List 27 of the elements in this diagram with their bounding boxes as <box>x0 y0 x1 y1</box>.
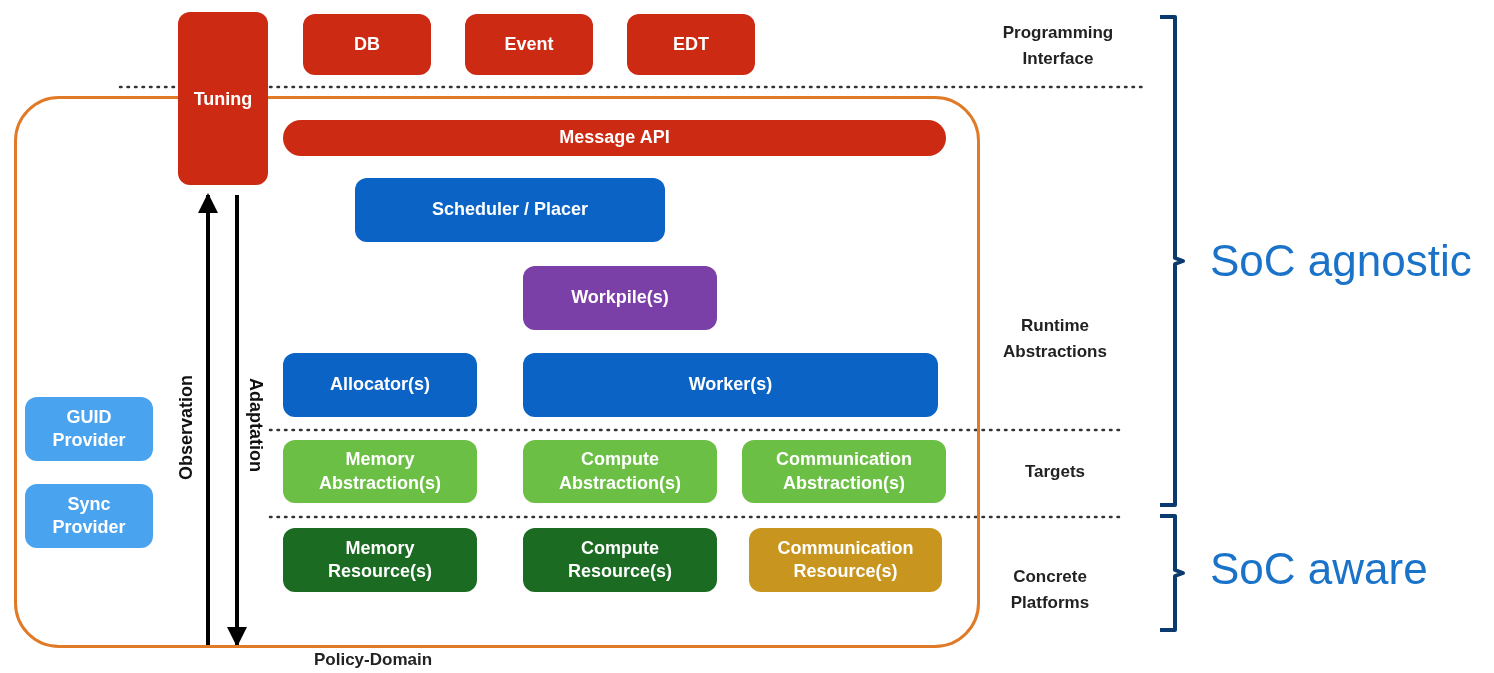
component-box: Sync Provider <box>25 484 153 548</box>
component-box: Communication Resource(s) <box>749 528 942 592</box>
component-box: Event <box>465 14 593 75</box>
component-box: Memory Abstraction(s) <box>283 440 477 503</box>
arrow <box>227 195 247 647</box>
layer-label: Targets <box>1023 461 1087 483</box>
component-box: Memory Resource(s) <box>283 528 477 592</box>
layer-label: Concrete Platforms <box>1009 566 1091 614</box>
tuning-box: Tuning <box>178 12 268 185</box>
group-heading: Policy-Domain <box>314 650 433 670</box>
arrow <box>198 193 218 645</box>
component-box: Compute Resource(s) <box>523 528 717 592</box>
component-box: GUID Provider <box>25 397 153 461</box>
scope-label: SoC agnostic <box>1210 236 1472 286</box>
component-box: Allocator(s) <box>283 353 477 417</box>
component-box: Compute Abstraction(s) <box>523 440 717 503</box>
component-box: Workpile(s) <box>523 266 717 330</box>
component-box: Scheduler / Placer <box>355 178 665 242</box>
component-box: Communication Abstraction(s) <box>742 440 946 503</box>
component-box: Worker(s) <box>523 353 938 417</box>
layer-label: Programming Interface <box>1001 22 1115 70</box>
scope-label: SoC aware <box>1210 544 1428 594</box>
edge-label: Adaptation <box>245 378 266 472</box>
component-box: EDT <box>627 14 755 75</box>
layer-label: Runtime Abstractions <box>1002 315 1108 363</box>
message-api-bar: Message API <box>283 120 946 156</box>
component-box: DB <box>303 14 431 75</box>
